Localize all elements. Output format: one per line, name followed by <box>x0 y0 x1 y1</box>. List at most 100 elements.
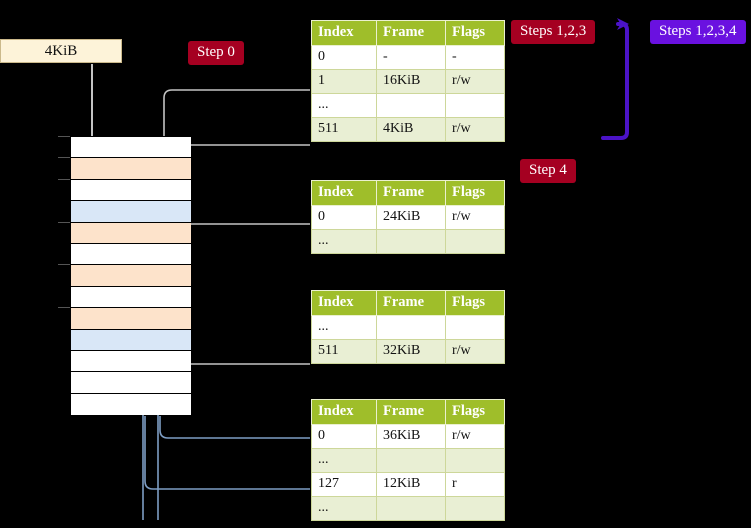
column-header-frame: Frame <box>376 399 446 425</box>
memory-frame-row <box>71 372 191 394</box>
memory-frame-row <box>71 179 191 202</box>
cell-flags: r/w <box>445 69 505 94</box>
table-row: ... <box>311 315 505 340</box>
cell-index: 511 <box>311 339 377 364</box>
cell-index: ... <box>311 448 377 473</box>
column-header-flags: Flags <box>445 20 505 46</box>
memory-frame-row <box>71 351 191 373</box>
column-header-flags: Flags <box>445 399 505 425</box>
frame-size-box: 4KiB <box>0 39 122 63</box>
badge-step4: Step 4 <box>520 159 576 183</box>
cell-frame <box>376 93 446 118</box>
cell-flags: r/w <box>445 339 505 364</box>
column-header-index: Index <box>311 180 377 206</box>
table-row: ... <box>311 229 505 254</box>
cell-index: ... <box>311 229 377 254</box>
cell-index: 1 <box>311 69 377 94</box>
badge-step0: Step 0 <box>188 41 244 65</box>
memory-frame-row <box>71 158 191 180</box>
column-header-index: Index <box>311 399 377 425</box>
memory-frame-row <box>71 329 191 351</box>
column-header-frame: Frame <box>376 20 446 46</box>
cell-index: ... <box>311 315 377 340</box>
cell-flags <box>445 315 505 340</box>
memory-frame-row <box>71 286 191 309</box>
cell-frame: 16KiB <box>376 69 446 94</box>
cell-index: 511 <box>311 117 377 142</box>
cell-index: ... <box>311 496 377 521</box>
cell-flags: r/w <box>445 205 505 230</box>
wire-t4-row127 <box>144 416 310 490</box>
column-header-index: Index <box>311 290 377 316</box>
memory-frame-row <box>71 265 191 287</box>
cell-flags: - <box>445 45 505 70</box>
cell-frame: - <box>376 45 446 70</box>
cell-index: 0 <box>311 45 377 70</box>
cell-frame: 32KiB <box>376 339 446 364</box>
cell-frame <box>376 229 446 254</box>
physical-memory-column <box>70 136 191 416</box>
cell-index: 0 <box>311 424 377 449</box>
memory-tick <box>58 136 70 137</box>
memory-frame-row <box>71 308 191 330</box>
column-header-flags: Flags <box>445 290 505 316</box>
cell-flags <box>445 229 505 254</box>
frame-size-label: 4KiB <box>44 42 78 59</box>
cell-frame <box>376 315 446 340</box>
memory-frame-row <box>71 137 191 159</box>
badge-steps1234: Steps 1,2,3,4 <box>650 20 746 44</box>
cell-frame: 24KiB <box>376 205 446 230</box>
wire-t1-row511 <box>175 144 310 181</box>
memory-frame-row <box>71 244 191 266</box>
memory-tick <box>58 157 70 159</box>
memory-tick <box>58 178 70 180</box>
memory-tick <box>58 264 70 266</box>
cell-frame <box>376 496 446 521</box>
cell-flags <box>445 448 505 473</box>
table-row: ... <box>311 93 505 118</box>
wire-t2-row0 <box>177 223 310 266</box>
wire-t4-row0 <box>159 416 310 439</box>
badge-steps123: Steps 1,2,3 <box>511 20 596 44</box>
wire-steps-bracket <box>601 18 629 140</box>
wire-t3-row511 <box>170 308 310 365</box>
memory-tick <box>58 221 70 223</box>
cell-flags <box>445 496 505 521</box>
cell-flags: r/w <box>445 117 505 142</box>
memory-frame-row <box>71 222 191 244</box>
cell-frame: 4KiB <box>376 117 446 142</box>
cell-frame: 12KiB <box>376 472 446 497</box>
memory-frame-row <box>71 201 191 223</box>
cell-index: ... <box>311 93 377 118</box>
column-header-frame: Frame <box>376 180 446 206</box>
cell-frame: 36KiB <box>376 424 446 449</box>
cell-index: 0 <box>311 205 377 230</box>
column-header-frame: Frame <box>376 290 446 316</box>
cell-frame <box>376 448 446 473</box>
table-row: ... <box>311 448 505 473</box>
table-row: 0-- <box>311 45 505 70</box>
column-header-flags: Flags <box>445 180 505 206</box>
memory-tick <box>58 307 70 309</box>
table-row: ... <box>311 496 505 521</box>
cell-index: 127 <box>311 472 377 497</box>
cell-flags: r/w <box>445 424 505 449</box>
memory-frame-row <box>71 393 191 416</box>
column-header-index: Index <box>311 20 377 46</box>
cell-flags <box>445 93 505 118</box>
